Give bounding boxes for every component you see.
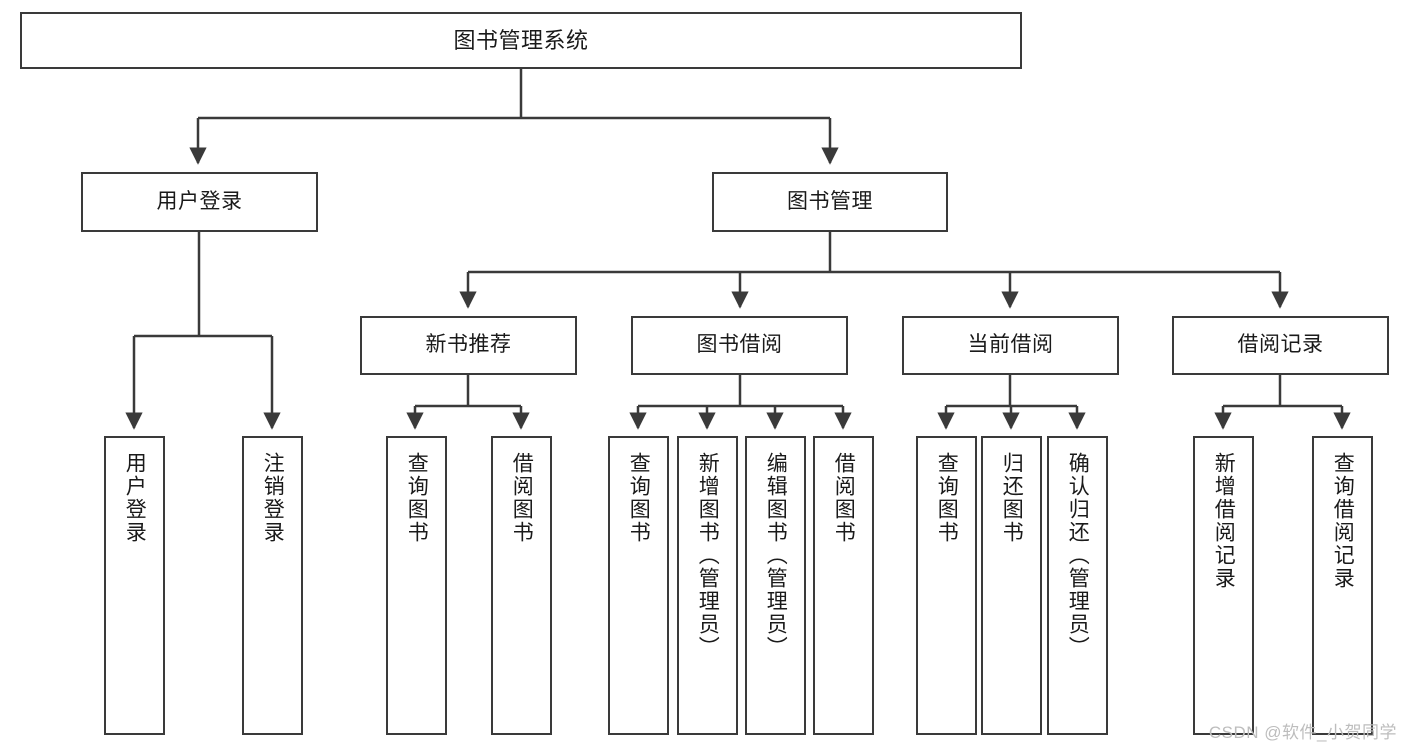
leaf-current-query-book[interactable]: 查询图书 xyxy=(916,436,977,735)
leaf-current-return-book-label: 归还图书 xyxy=(1000,452,1024,544)
leaf-borrow-add-book-label: 新增图书（管理员） xyxy=(696,452,720,659)
leaf-borrow-edit-book-label: 编辑图书（管理员） xyxy=(764,452,788,659)
leaf-new-book-borrow[interactable]: 借阅图书 xyxy=(491,436,552,735)
node-book-borrow-label: 图书借阅 xyxy=(696,333,783,357)
node-user-login-label: 用户登录 xyxy=(156,189,243,213)
leaf-records-query-record[interactable]: 查询借阅记录 xyxy=(1312,436,1373,735)
leaf-current-confirm-return-label: 确认归还（管理员） xyxy=(1066,452,1090,659)
leaf-new-book-query-label: 查询图书 xyxy=(405,452,429,544)
node-user-login[interactable]: 用户登录 xyxy=(81,172,318,232)
node-borrow-records-label: 借阅记录 xyxy=(1237,333,1324,357)
node-book-management[interactable]: 图书管理 xyxy=(712,172,948,232)
node-current-borrow[interactable]: 当前借阅 xyxy=(902,316,1119,375)
leaf-new-book-borrow-label: 借阅图书 xyxy=(510,452,534,544)
node-current-borrow-label: 当前借阅 xyxy=(967,333,1054,357)
node-book-borrow[interactable]: 图书借阅 xyxy=(631,316,848,375)
leaf-borrow-borrow-book-label: 借阅图书 xyxy=(832,452,856,544)
leaf-user-login-logout-label: 注销登录 xyxy=(261,452,285,544)
leaf-current-confirm-return[interactable]: 确认归还（管理员） xyxy=(1047,436,1108,735)
leaf-borrow-query-book-label: 查询图书 xyxy=(627,452,651,544)
leaf-borrow-query-book[interactable]: 查询图书 xyxy=(608,436,669,735)
leaf-borrow-edit-book[interactable]: 编辑图书（管理员） xyxy=(745,436,806,735)
node-borrow-records[interactable]: 借阅记录 xyxy=(1172,316,1389,375)
node-root[interactable]: 图书管理系统 xyxy=(20,12,1022,69)
node-root-label: 图书管理系统 xyxy=(453,27,589,53)
leaf-new-book-query[interactable]: 查询图书 xyxy=(386,436,447,735)
leaf-current-return-book[interactable]: 归还图书 xyxy=(981,436,1042,735)
leaf-records-query-record-label: 查询借阅记录 xyxy=(1331,452,1355,590)
watermark: CSDN @软件_小贺同学 xyxy=(1208,723,1397,742)
leaf-user-login-login-label: 用户登录 xyxy=(123,452,147,544)
leaf-records-add-record[interactable]: 新增借阅记录 xyxy=(1193,436,1254,735)
leaf-borrow-borrow-book[interactable]: 借阅图书 xyxy=(813,436,874,735)
node-book-management-label: 图书管理 xyxy=(787,189,873,213)
leaf-borrow-add-book[interactable]: 新增图书（管理员） xyxy=(677,436,738,735)
node-new-book-recommend[interactable]: 新书推荐 xyxy=(360,316,577,375)
leaf-user-login-login[interactable]: 用户登录 xyxy=(104,436,165,735)
leaf-user-login-logout[interactable]: 注销登录 xyxy=(242,436,303,735)
leaf-records-add-record-label: 新增借阅记录 xyxy=(1212,452,1236,590)
leaf-current-query-book-label: 查询图书 xyxy=(935,452,959,544)
node-new-book-recommend-label: 新书推荐 xyxy=(425,333,512,357)
